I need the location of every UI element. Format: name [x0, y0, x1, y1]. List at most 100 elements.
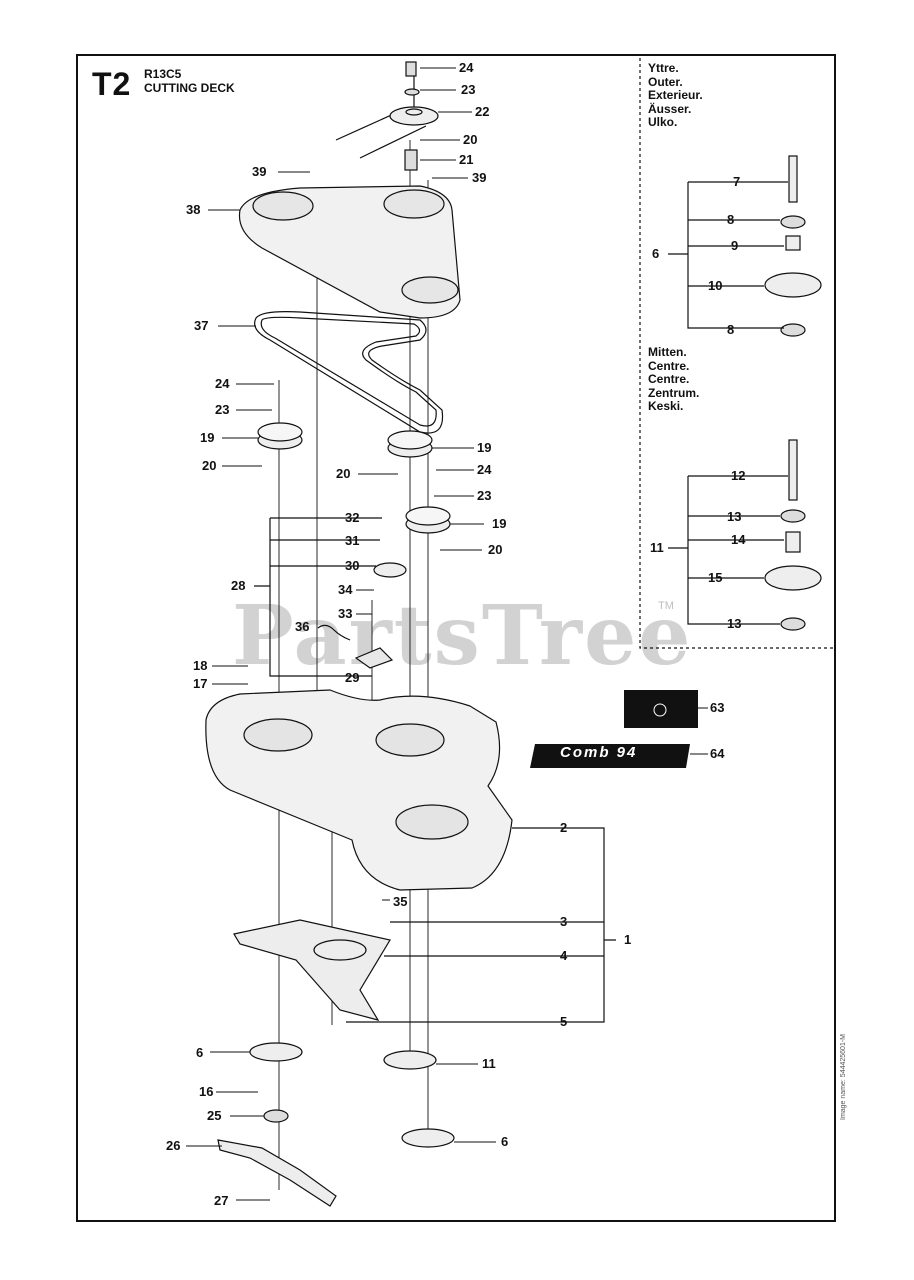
label-17: 17 [193, 676, 208, 691]
deck-housing-2 [205, 689, 513, 891]
pulley-19-top [257, 422, 303, 442]
label-31: 31 [345, 533, 360, 548]
bearing-8 [780, 215, 806, 229]
leader-line [668, 181, 788, 329]
model-number: R13C5 [144, 67, 182, 81]
legend-line: Yttre. [648, 61, 679, 75]
label-9: 9 [731, 238, 739, 253]
label-8: 8 [727, 212, 735, 227]
label-13: 13 [727, 509, 742, 524]
idler-30 [373, 562, 407, 578]
label-36: 36 [295, 619, 310, 634]
legend-line: Ulko. [648, 115, 678, 129]
legend-line: Keski. [648, 399, 684, 413]
label-20: 20 [488, 542, 503, 557]
label-38: 38 [186, 202, 201, 217]
pulley-19-top [387, 430, 433, 450]
bearing-25 [263, 1109, 289, 1123]
label-19: 19 [492, 516, 507, 531]
decal-circle [653, 703, 667, 717]
label-35: 35 [393, 894, 408, 909]
label-1: 1 [624, 932, 632, 947]
label-23: 23 [477, 488, 492, 503]
label-28: 28 [231, 578, 246, 593]
label-26: 26 [166, 1138, 181, 1153]
blade-26 [217, 1139, 337, 1207]
label-6: 6 [196, 1045, 204, 1060]
page-code: T2 [92, 66, 132, 102]
legend-line: Exterieur. [648, 88, 703, 102]
label-23: 23 [215, 402, 230, 417]
label-24: 24 [477, 462, 492, 477]
housing-15 [764, 565, 822, 591]
label-25: 25 [207, 1108, 222, 1123]
label-5: 5 [560, 1014, 568, 1029]
label-3: 3 [560, 914, 568, 929]
label-24: 24 [215, 376, 230, 391]
decal-63 [624, 690, 698, 728]
legend-line: Centre. [648, 358, 690, 373]
label-15: 15 [708, 570, 723, 585]
legend-line: Centre. [648, 372, 690, 386]
label-32: 32 [345, 510, 360, 525]
housing-10 [764, 272, 822, 298]
label-14: 14 [731, 532, 746, 547]
pulley-19-top [405, 506, 451, 526]
spacer-14 [785, 531, 801, 553]
label-30: 30 [345, 558, 360, 573]
bolt-24 [405, 61, 417, 77]
label-24: 24 [459, 60, 474, 75]
label-7: 7 [733, 174, 741, 189]
watermark: PartsTree [232, 588, 693, 684]
label-27: 27 [214, 1193, 229, 1208]
label-6: 6 [652, 246, 660, 261]
label-22: 22 [475, 104, 490, 119]
belt-line [359, 125, 427, 159]
label-39: 39 [252, 164, 267, 179]
leader-line [254, 517, 382, 677]
legend-line: Outer. [648, 74, 683, 89]
belt-line [335, 111, 399, 141]
cover-dome [401, 276, 459, 304]
section-title: CUTTING DECK [144, 81, 235, 95]
label-20: 20 [202, 458, 217, 473]
inset-border [639, 58, 834, 649]
deck-opening [395, 804, 469, 840]
label-12: 12 [731, 468, 746, 483]
decal-64-text: Comb 94 [560, 744, 638, 761]
outer-legend: Yttre. Outer. Exterieur. Äusser. Ulko. [648, 61, 703, 130]
pulley-22 [389, 106, 439, 126]
legend-line: Zentrum. [648, 385, 700, 400]
page-title: R13C5 CUTTING DECK [144, 67, 235, 95]
label-13: 13 [727, 616, 742, 631]
bearing-13 [780, 509, 806, 523]
shaft-7 [788, 155, 798, 203]
label-18: 18 [193, 658, 208, 673]
spindle-6 [249, 1042, 303, 1062]
diagram-frame [76, 54, 836, 1222]
spindle-6 [401, 1128, 455, 1148]
legend-line: Mitten. [648, 345, 687, 359]
label-63: 63 [710, 700, 725, 715]
shaft-12 [788, 439, 798, 501]
label-33: 33 [338, 606, 353, 621]
legend-line: Äusser. [648, 101, 692, 116]
label-37: 37 [194, 318, 209, 333]
bearing-13 [780, 617, 806, 631]
spacer-9 [785, 235, 801, 251]
center-legend: Mitten. Centre. Centre. Zentrum. Keski. [648, 345, 700, 414]
label-29: 29 [345, 670, 360, 685]
trademark: TM [658, 600, 674, 612]
idler-arm-29 [354, 647, 394, 669]
label-19: 19 [200, 430, 215, 445]
label-21: 21 [459, 152, 474, 167]
baffle-hub [313, 939, 367, 961]
pulley-hub [405, 108, 423, 116]
leader-line [346, 827, 616, 1023]
label-11: 11 [650, 540, 664, 555]
bearing-8 [780, 323, 806, 337]
spindle-11 [383, 1050, 437, 1070]
decal-64 [530, 744, 690, 768]
label-11: 11 [482, 1056, 496, 1071]
